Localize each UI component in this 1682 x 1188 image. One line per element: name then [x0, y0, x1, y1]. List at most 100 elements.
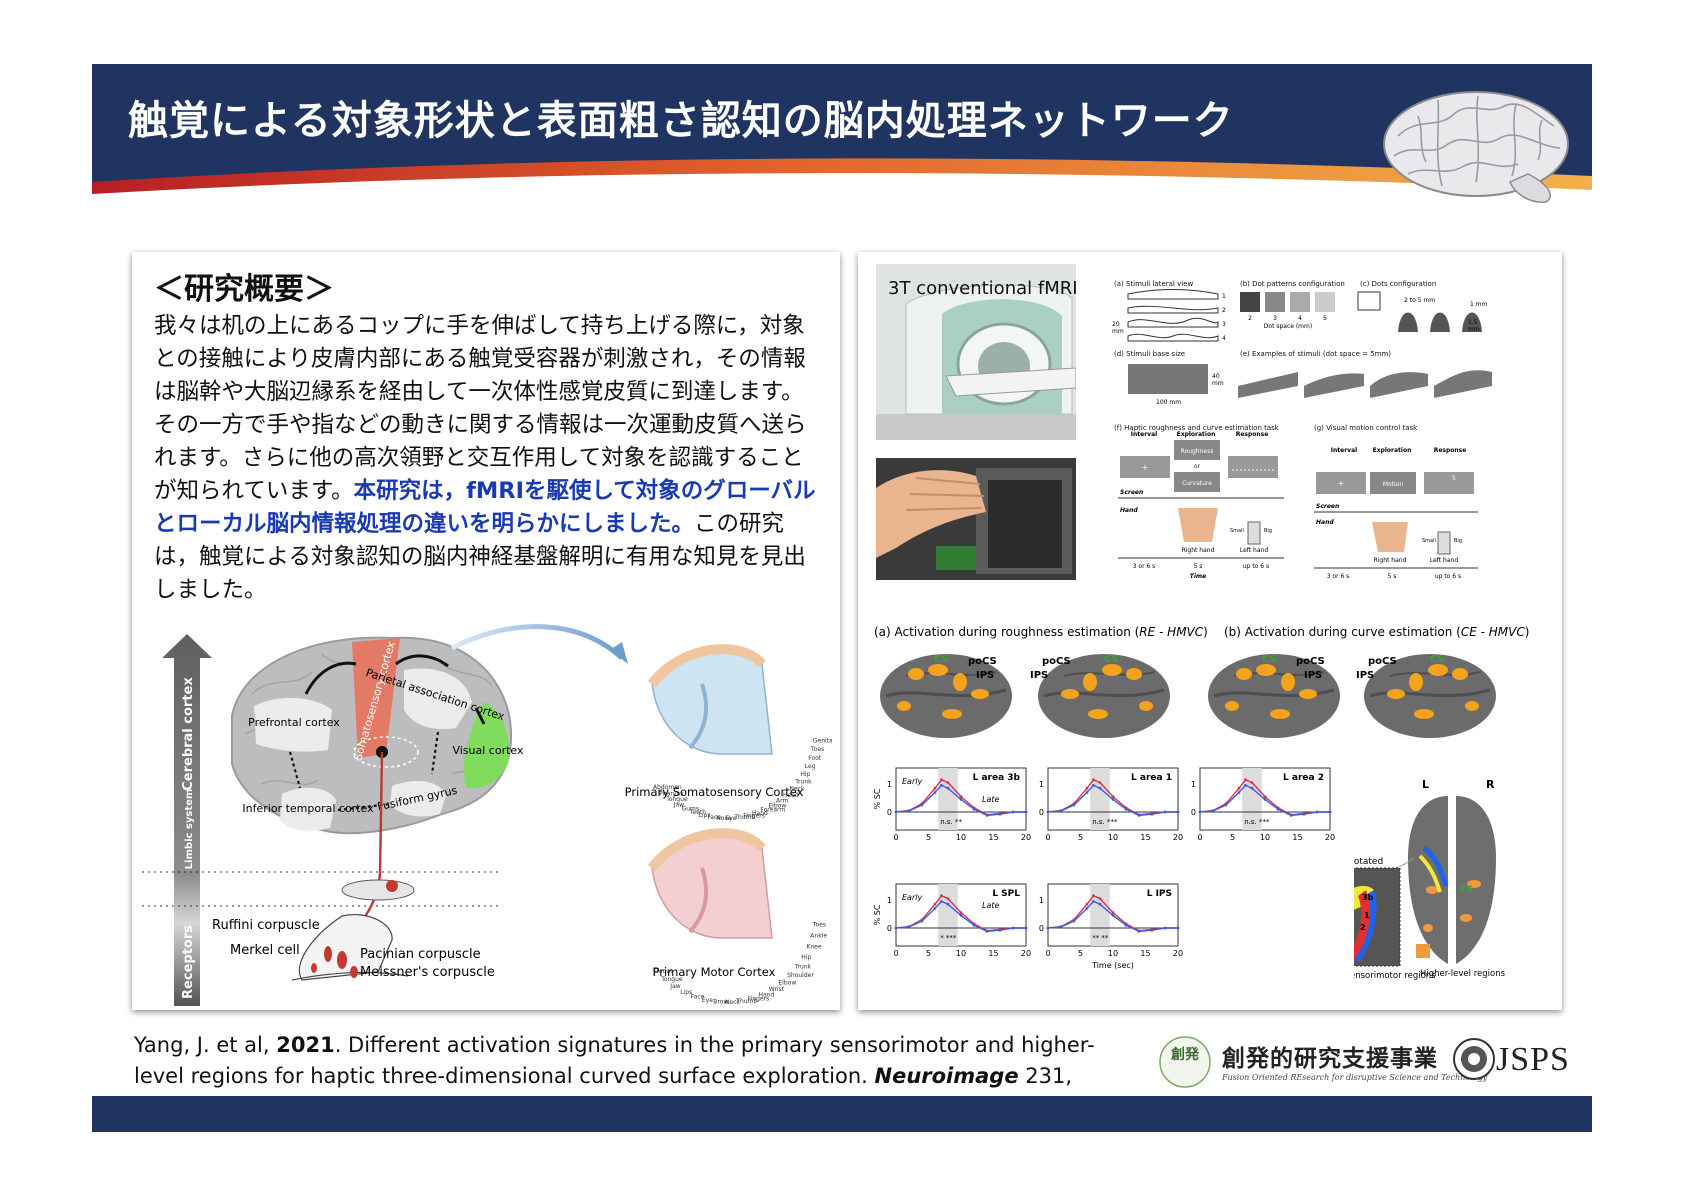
body-part-label: Tongue — [660, 976, 683, 983]
body-part-label: Toes — [810, 746, 824, 753]
stimulus-number: 2 — [1222, 307, 1226, 314]
timecourse-point — [933, 786, 937, 790]
cs-label: CS — [1262, 654, 1277, 665]
x-tick-label: 20 — [1021, 833, 1031, 842]
timecourse-point — [1150, 928, 1154, 932]
jsps-logo-text: JSPS — [1496, 1041, 1570, 1078]
timecourse-point — [1059, 925, 1063, 929]
tactile-pathway-figure: Cerebral cortex Limbic system Receptors … — [142, 624, 832, 1006]
body-part-label: Trunk — [794, 963, 812, 970]
receptor-label: Meissner's corpuscle — [360, 965, 495, 980]
body-part-label: Face — [707, 814, 721, 821]
task-option: Curvature — [1182, 480, 1212, 487]
y-tick-label: 0 — [1039, 808, 1044, 817]
timecourse-point — [907, 925, 911, 929]
dot-dim: 2 to 5 mm — [1404, 297, 1435, 304]
body-part-label: Eye — [702, 997, 713, 1004]
timecourse-point — [972, 807, 976, 811]
task-header: Interval — [1131, 431, 1157, 438]
timecourse-title: L IPS — [1147, 889, 1172, 899]
rotated-label: Rotated — [1354, 857, 1383, 867]
prefrontal-label: Prefrontal cortex — [248, 716, 340, 729]
timecourse-point — [1137, 813, 1141, 817]
x-tick-label: 10 — [1108, 833, 1118, 842]
fusion-program-name: 創発的研究支援事業 — [1222, 1045, 1438, 1072]
footer-bar — [92, 1096, 1592, 1132]
y-tick-label: 0 — [1039, 924, 1044, 933]
significance-label: n.s. *** — [1244, 818, 1270, 826]
jsps-emblem-icon — [1453, 1038, 1495, 1080]
axis-arrow — [162, 634, 212, 1006]
y-tick-label: 1 — [887, 896, 892, 905]
fusion-logo-icon: 創発 — [1159, 1036, 1211, 1088]
stimulus-dim: 20 — [1112, 321, 1120, 328]
stimulus-number: 3 — [1222, 321, 1226, 328]
timecourse-point — [1124, 807, 1128, 811]
y-tick-label: 1 — [1039, 896, 1044, 905]
timecourse-point — [1176, 810, 1180, 814]
ips-label: IPS — [976, 670, 994, 681]
body-part-label: Hip — [801, 954, 811, 961]
timecourse-title: L area 2 — [1283, 773, 1324, 783]
x-tick-label: 10 — [956, 949, 966, 958]
fixation-cross: + — [1142, 463, 1149, 472]
body-part-label: Jaw — [673, 801, 684, 808]
stimuli-g-title: (g) Visual motion control task — [1314, 424, 1418, 432]
spinal-cord-section — [341, 879, 415, 901]
timecourse-point — [946, 781, 950, 784]
timecourse-point — [933, 907, 937, 910]
body-part-label: Arm — [776, 798, 788, 805]
left-hand-label: Left hand — [1430, 557, 1458, 564]
fusion-program-subtitle: Fusion Oriented REsearch for disruptive … — [1222, 1073, 1488, 1082]
body-part-label: Abdomen — [653, 784, 682, 791]
citation-journal: Neuroimage — [874, 1064, 1019, 1088]
fixation-cross: + — [1338, 479, 1345, 488]
timecourse-point — [1250, 786, 1254, 790]
body-part-label: Eye — [725, 815, 736, 822]
timecourse-point — [1302, 812, 1306, 816]
summary-part2: この研究は，触覚による対象認知の脳内神経基盤解明に有用な知見を見出しました。 — [154, 511, 806, 603]
ips-label: IPS — [1304, 670, 1322, 681]
timecourse-point — [1263, 798, 1267, 801]
small-label: Small — [1230, 528, 1244, 534]
stimuli-diagram: 1 2 3 4 20 mm 2 3 4 5 Dot space (mm) 2 t… — [1112, 289, 1492, 580]
brain-top-right — [1456, 796, 1496, 964]
thalamus-outline — [353, 736, 419, 768]
early-label: Early — [902, 777, 922, 786]
body-part-label: Hand — [759, 991, 775, 998]
small-label: Small — [1422, 538, 1436, 544]
timecourse-point — [1098, 781, 1102, 784]
left-hand-label: Left hand — [1240, 547, 1268, 554]
x-tick-label: 15 — [1140, 833, 1150, 842]
body-part-label: Knee — [806, 944, 821, 951]
inferior-temporal-label: Inferior temporal cortex — [242, 802, 374, 815]
dotted-connection — [288, 751, 302, 789]
body-part-label: Neck — [790, 786, 805, 793]
parietal-region — [404, 668, 472, 730]
arrow-connection — [304, 661, 357, 695]
pocs-label: poCS — [1296, 656, 1325, 667]
timecourse-title: L area 3b — [973, 773, 1021, 783]
timecourse-point — [1098, 786, 1102, 790]
right-hand-label: Right hand — [1182, 547, 1215, 554]
logo-area: 創発 創発的研究支援事業 Fusion Oriented REsearch fo… — [1152, 1033, 1572, 1093]
timecourse-title: L SPL — [992, 889, 1020, 899]
mri-scanner-illustration: 3T conventional fMRI — [876, 264, 1076, 440]
y-tick-label: 1 — [1039, 780, 1044, 789]
body-part-label: Throat — [652, 968, 673, 975]
timecourse-point — [985, 929, 989, 933]
dot-dim-unit: mm — [1468, 326, 1480, 333]
x-tick-label: 10 — [1108, 949, 1118, 958]
ganglion-dot — [386, 880, 398, 892]
timing-label: 5 s — [1194, 563, 1203, 570]
timecourse-point — [1046, 810, 1050, 814]
body-part-label: Genitals — [813, 737, 832, 744]
timecourse-line — [1047, 900, 1178, 933]
x-tick-label: 10 — [956, 833, 966, 842]
task-option: Motion — [1383, 481, 1404, 488]
header-band-graphic — [92, 64, 1592, 216]
big-label: Big — [1264, 528, 1272, 534]
